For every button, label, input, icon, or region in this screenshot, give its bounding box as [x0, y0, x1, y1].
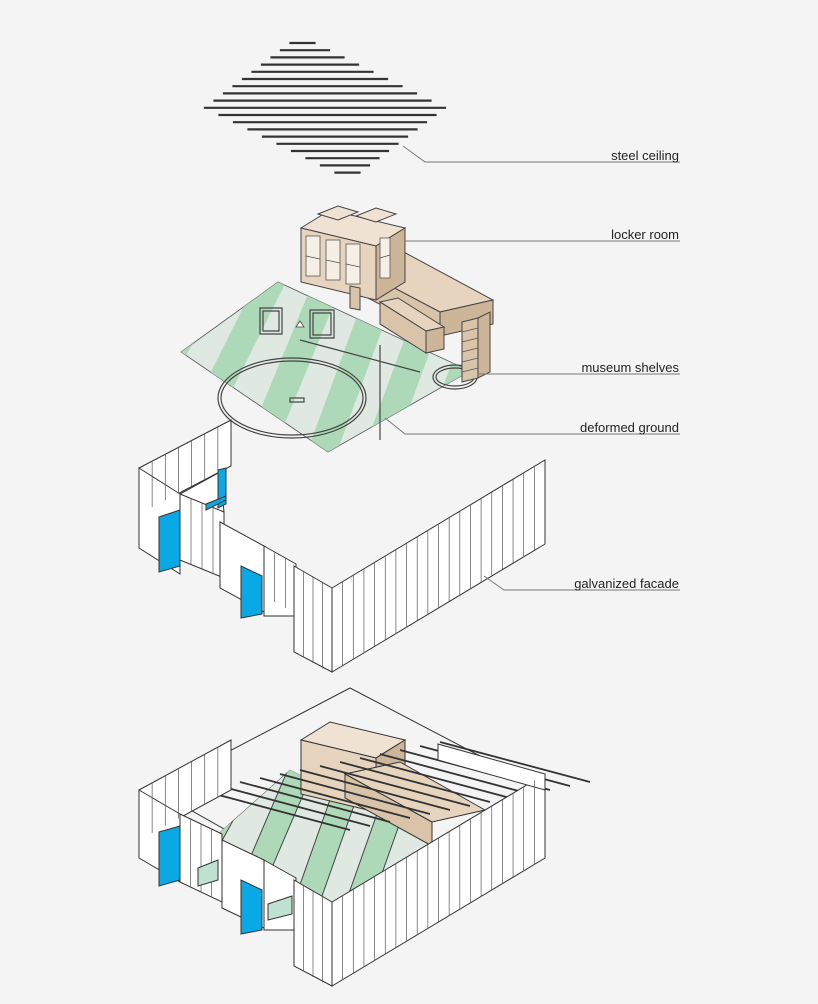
- ceiling-slat: [279, 773, 431, 815]
- ceiling-slat: [299, 769, 451, 811]
- ceiling-slat: [199, 789, 351, 831]
- ceiling-slat: [219, 785, 371, 827]
- label-museum-shelves: museum shelves: [581, 360, 679, 375]
- assembled-building: [138, 687, 591, 987]
- ceiling-slat: [439, 741, 591, 783]
- steel-ceiling-slats: [203, 41, 447, 174]
- callout-steel-ceiling: steel ceiling: [402, 145, 680, 163]
- label-galvanized-facade: galvanized facade: [574, 576, 679, 591]
- ceiling-slat: [259, 777, 411, 819]
- galvanized-facade: [138, 419, 546, 673]
- ceiling-slat: [359, 757, 511, 799]
- ceiling-slat: [319, 765, 471, 807]
- ceiling-slat: [239, 781, 391, 823]
- callout-museum-shelves: museum shelves: [478, 360, 680, 375]
- callout-locker-room: locker room: [405, 227, 680, 242]
- ceiling-slat: [339, 761, 491, 803]
- label-steel-ceiling: steel ceiling: [611, 148, 679, 163]
- label-deformed-ground: deformed ground: [580, 420, 679, 435]
- ceiling-slat: [379, 753, 531, 795]
- callout-deformed-ground: deformed ground: [384, 417, 680, 435]
- callout-galvanized-facade: galvanized facade: [483, 575, 680, 591]
- label-locker-room: locker room: [611, 227, 679, 242]
- locker-room-block: [299, 205, 407, 311]
